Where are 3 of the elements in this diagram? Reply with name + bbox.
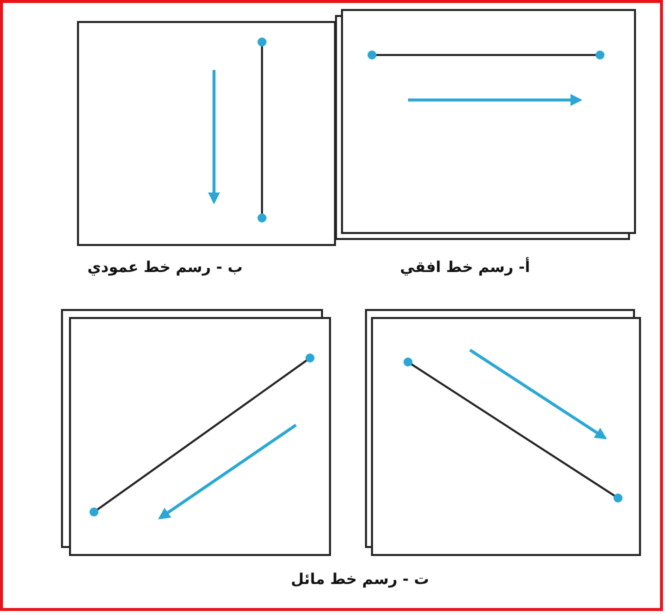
caption: ب - رسم خط عمودي [87,258,243,276]
caption: ت - رسم خط مائل [290,570,430,588]
caption: أ- رسم خط افقي [400,258,530,276]
